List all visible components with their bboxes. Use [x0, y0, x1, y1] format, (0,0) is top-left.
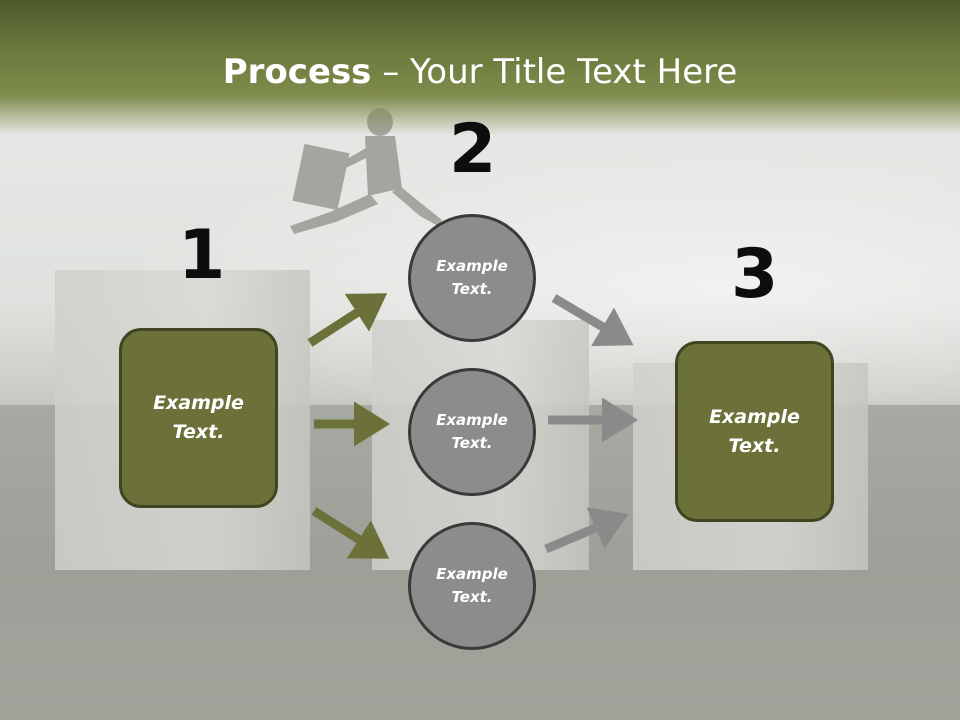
arrow-top-to-right — [551, 294, 634, 347]
circle-bottom-line2: Text. — [451, 588, 493, 606]
step-number-3: 3 — [731, 235, 779, 314]
step-2-circle-middle: Example Text. — [408, 368, 536, 496]
step-number-2: 2 — [449, 110, 497, 189]
step-3-text-line1: Example — [709, 405, 800, 428]
step-1-text-line2: Text. — [172, 421, 225, 443]
step-3-text-line2: Text. — [728, 434, 781, 457]
title-bold: Process — [222, 52, 372, 92]
title-rest: – Your Title Text Here — [371, 52, 738, 92]
step-3-box: Example Text. — [675, 341, 834, 522]
step-2-circle-bottom: Example Text. — [408, 522, 536, 650]
arrow-left-to-bottom — [311, 507, 390, 559]
circle-top-line1: Example — [436, 257, 508, 275]
circle-middle-line2: Text. — [451, 434, 493, 452]
step-1-box: Example Text. — [119, 328, 278, 508]
step-number-1: 1 — [178, 216, 226, 295]
step-2-circle-top: Example Text. — [408, 214, 536, 342]
slide-title: Process – Your Title Text Here — [0, 52, 960, 92]
circle-middle-line1: Example — [436, 411, 508, 429]
step-1-text-line1: Example — [153, 392, 244, 414]
circle-bottom-line1: Example — [436, 565, 508, 583]
arrow-bottom-to-right — [544, 507, 629, 554]
circle-top-line2: Text. — [451, 280, 493, 298]
arrow-left-to-top — [307, 293, 388, 347]
title-bar — [0, 0, 960, 135]
